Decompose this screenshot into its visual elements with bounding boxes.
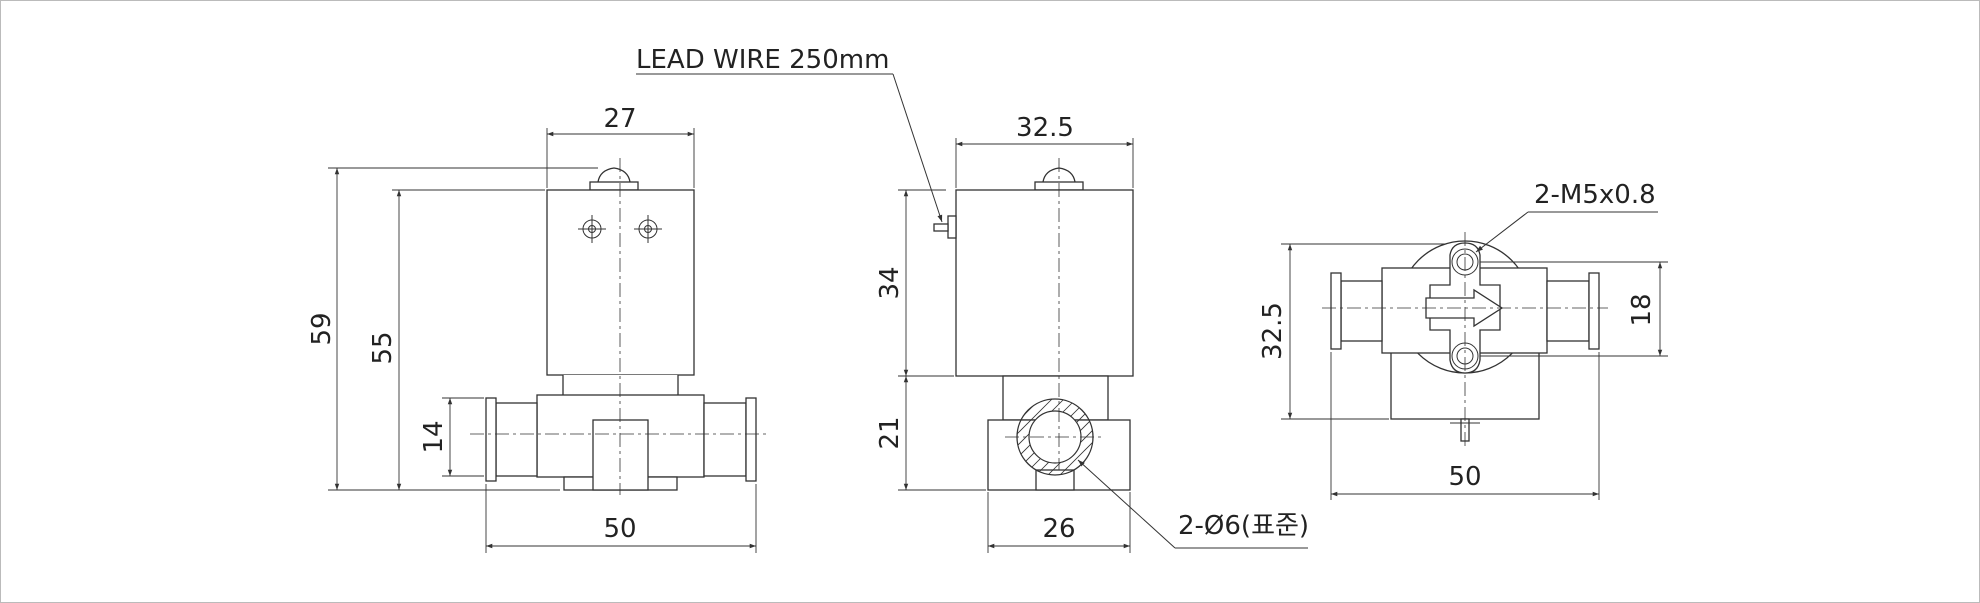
label-lead-wire: LEAD WIRE 250mm bbox=[636, 45, 889, 75]
dim-top-port-spacing: 18 bbox=[1627, 293, 1657, 326]
front-view: 27 59 55 14 50 bbox=[307, 104, 770, 553]
dim-side-base-height: 21 bbox=[875, 416, 905, 449]
dim-side-coil-height: 34 bbox=[875, 266, 905, 299]
label-port-thread: 2-M5x0.8 bbox=[1534, 180, 1656, 210]
front-terminal-screw-right bbox=[634, 215, 662, 243]
top-fitting-right bbox=[1546, 280, 1590, 342]
front-fitting-left-collar bbox=[485, 397, 497, 482]
dim-side-base-width: 26 bbox=[1042, 514, 1075, 544]
side-lead-wire-exit bbox=[947, 215, 957, 239]
dim-side-coil-width: 32.5 bbox=[1016, 113, 1074, 143]
side-view: LEAD WIRE 250mm 32.5 34 21 26 2-Ø6(표준) bbox=[636, 45, 1309, 553]
side-base-notch bbox=[1035, 469, 1075, 491]
flow-direction-arrow-icon bbox=[1425, 288, 1504, 328]
front-coil-housing bbox=[546, 189, 695, 376]
front-terminal-screw-left bbox=[578, 215, 606, 243]
side-lead-wire-stub bbox=[933, 223, 949, 232]
front-fitting-right bbox=[703, 402, 747, 477]
dim-front-width-top: 27 bbox=[603, 104, 636, 134]
front-fitting-right-collar bbox=[745, 397, 757, 482]
label-tube-size: 2-Ø6(표준) bbox=[1178, 511, 1309, 541]
top-view: 2-M5x0.8 32.5 18 50 bbox=[1258, 180, 1668, 500]
dim-front-overall-height: 59 bbox=[307, 312, 337, 345]
front-connector-base bbox=[589, 181, 639, 191]
dim-top-depth: 32.5 bbox=[1258, 302, 1288, 360]
dim-front-overall-width: 50 bbox=[603, 514, 636, 544]
front-center-block bbox=[592, 419, 649, 491]
dim-front-port-height: 14 bbox=[419, 420, 449, 453]
side-coil-housing bbox=[955, 189, 1134, 377]
dim-front-body-height: 55 bbox=[368, 331, 398, 364]
dim-top-overall-width: 50 bbox=[1448, 462, 1481, 492]
top-fitting-left bbox=[1340, 280, 1383, 342]
front-fitting-left bbox=[495, 402, 538, 477]
top-fitting-right-collar bbox=[1588, 272, 1600, 350]
top-fitting-left-collar bbox=[1330, 272, 1342, 350]
